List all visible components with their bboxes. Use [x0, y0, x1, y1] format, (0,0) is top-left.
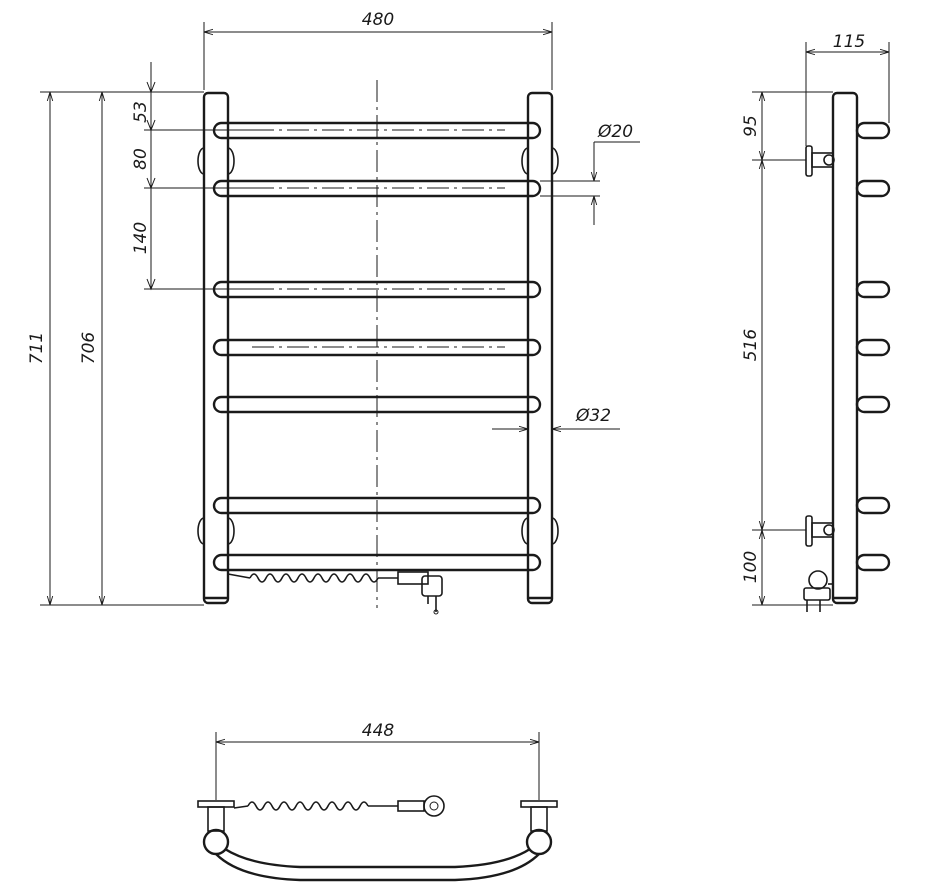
height-outer-label: 711 — [27, 332, 47, 364]
dim-side-mounts: 95 516 100 — [741, 91, 833, 606]
gap-small-label: 80 — [131, 148, 151, 170]
side-wall-brackets — [805, 145, 835, 547]
dim-depth-115: 115 — [805, 32, 890, 146]
top-view: 448 — [197, 721, 558, 882]
depth-label: 115 — [833, 32, 865, 52]
dim-rail-diameter: Ø20 — [540, 122, 640, 225]
front-view: 480 711 706 53 80 140 — [27, 10, 640, 615]
side-view: 115 95 516 100 — [741, 32, 891, 612]
gap-large-label: 140 — [131, 222, 151, 254]
dim-post-diameter: Ø32 — [492, 406, 620, 429]
right-post — [526, 91, 554, 605]
side-plug-icon — [803, 570, 833, 612]
height-inner-label: 706 — [79, 332, 99, 365]
side-post — [831, 91, 859, 605]
bottom-mount-label: 100 — [741, 551, 761, 583]
curved-rail — [215, 847, 540, 882]
left-post — [202, 91, 230, 605]
width-label: 480 — [362, 10, 394, 30]
dim-height-706: 706 — [79, 92, 102, 605]
mount-spacing-label: 516 — [741, 329, 761, 362]
left-post-top — [202, 828, 230, 856]
dim-rail-spacing: 53 80 140 — [131, 62, 252, 291]
dim-mount-448: 448 — [215, 721, 540, 800]
rail-diameter-label: Ø20 — [597, 122, 633, 142]
right-post-top — [525, 828, 553, 856]
top-plug-icon — [397, 795, 445, 817]
wall-mounts-front — [197, 147, 559, 545]
plug-icon — [397, 571, 443, 615]
post-diameter-label: Ø32 — [575, 406, 611, 426]
top-mount-label: 95 — [741, 115, 761, 137]
mount-width-label: 448 — [362, 721, 395, 741]
dim-width-480: 480 — [203, 10, 553, 90]
dim-height-711: 711 — [27, 91, 204, 606]
heating-cable — [227, 573, 398, 583]
top-offset-label: 53 — [131, 101, 151, 123]
side-rails — [855, 121, 891, 572]
